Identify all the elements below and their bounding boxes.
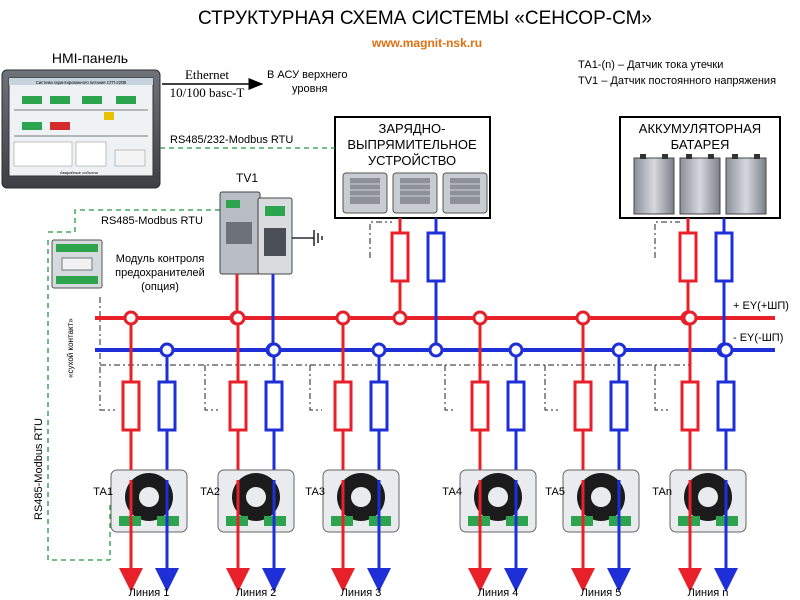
fuse-negative-icon	[716, 380, 736, 432]
charger-label-1: ЗАРЯДНО-	[379, 121, 446, 136]
tv1-sensor[interactable]	[219, 191, 293, 275]
bus-tap-node	[508, 342, 524, 358]
sensor-label: ТА2	[200, 486, 220, 498]
charger-fuses	[390, 218, 446, 358]
battery-label-1: АККУМУЛЯТОРНАЯ	[639, 121, 761, 136]
line-label: Линия 2	[236, 587, 277, 599]
rectifier-module-icon	[342, 172, 388, 214]
positive-bus-label: + EY(+ШП)	[733, 300, 789, 312]
rs485-links	[47, 147, 335, 561]
bus-tap-node	[230, 310, 246, 326]
rs485-232-label: RS485/232-Modbus RTU	[170, 134, 293, 146]
line-label: Линия 3	[341, 587, 382, 599]
negative-bus-label: - EY(-ШП)	[733, 332, 783, 344]
ethernet-target-line2: уровня	[292, 83, 328, 95]
current-sensor-window	[139, 487, 159, 507]
bus-tap-node	[718, 342, 734, 358]
sensor-label: ТАn	[652, 486, 672, 498]
fuse-negative-icon	[506, 380, 526, 432]
line-label: Линия 5	[581, 587, 622, 599]
fuse-positive-icon	[680, 380, 700, 432]
ethernet-speed: 10/100 basc-T	[170, 85, 245, 100]
ground-icon	[292, 230, 323, 246]
fuse-positive-icon	[333, 380, 353, 432]
fuse-positive-icon	[573, 380, 593, 432]
bus-tap-node	[472, 310, 488, 326]
bus-tap-node	[123, 310, 139, 326]
battery-box[interactable]: АККУМУЛЯТОРНАЯ БАТАРЕЯ	[619, 116, 781, 219]
dry-contact-label: «сухой контакт»	[66, 318, 75, 378]
control-wiring	[99, 221, 690, 411]
legend-tv: TV1 – Датчик постоянного напряжения	[578, 75, 776, 87]
sensor-label: ТА5	[545, 486, 565, 498]
fuse-negative-icon	[369, 380, 389, 432]
hmi-panel[interactable]: Система гарантированного питания СГП-220…	[1, 69, 161, 189]
bus-tap-node	[335, 310, 351, 326]
fuse-module-label-3: (опция)	[141, 281, 179, 293]
diagram-title: СТРУКТУРНАЯ СХЕМА СИСТЕМЫ «СЕНСОР-СМ»	[198, 8, 652, 29]
sensor-label: ТА4	[442, 486, 462, 498]
charger-label-2: ВЫПРЯМИТЕЛЬНОЕ	[347, 137, 477, 152]
battery-cell-icon	[679, 154, 721, 215]
current-sensor-window	[591, 487, 611, 507]
fuse-module-label-2: предохранителей	[115, 267, 205, 279]
charger-label-3: УСТРОЙСТВО	[368, 153, 456, 168]
fuse-positive-icon	[121, 380, 141, 432]
battery-fuses	[678, 218, 734, 358]
fuse-negative-icon	[609, 380, 629, 432]
battery-cell-icon	[725, 154, 767, 215]
sensor-label: ТА3	[305, 486, 325, 498]
fuse-module[interactable]	[51, 239, 103, 289]
line-label: Линия 1	[129, 587, 170, 599]
fuse-positive-icon	[228, 380, 248, 432]
line-label: Линия 4	[478, 587, 519, 599]
rectifier-module-icon	[442, 172, 488, 214]
current-sensor-window	[246, 487, 266, 507]
line-label: Линия n	[688, 587, 729, 599]
website-label[interactable]: www.magnit-nsk.ru	[371, 36, 482, 50]
sensor-label: ТА1	[93, 486, 113, 498]
charger-box[interactable]: ЗАРЯДНО- ВЫПРЯМИТЕЛЬНОЕ УСТРОЙСТВО	[334, 116, 491, 219]
ethernet-target-line1: В АСУ верхнего	[267, 69, 348, 81]
hmi-screen-footer: Аварийные события	[60, 170, 98, 175]
battery-label-2: БАТАРЕЯ	[671, 137, 730, 152]
rs485-vertical-label: RS485-Modbus RTU	[33, 418, 45, 520]
bus-tap-node	[371, 342, 387, 358]
legend-ta: ТА1-(n) – Датчик тока утечки	[578, 59, 723, 71]
bus-tap-node	[159, 342, 175, 358]
fuse-positive-icon	[470, 380, 490, 432]
bus-tap-node	[611, 342, 627, 358]
bus-tap-node	[575, 310, 591, 326]
current-sensor-window	[698, 487, 718, 507]
tv1-label: TV1	[236, 171, 258, 185]
rectifier-module-icon	[392, 172, 438, 214]
current-sensor-window	[488, 487, 508, 507]
hmi-screen-title: Система гарантированного питания СГП-220…	[36, 80, 127, 85]
bus-tap-node	[266, 342, 282, 358]
fuse-module-label-1: Модуль контроля	[116, 253, 205, 265]
fuse-negative-icon	[264, 380, 284, 432]
rs485-modbus-label: RS485-Modbus RTU	[101, 215, 203, 227]
hmi-label: HMI-панель	[52, 50, 128, 66]
fuse-negative-icon	[157, 380, 177, 432]
current-sensor-window	[351, 487, 371, 507]
ethernet-label: Ethernet	[185, 67, 229, 82]
bus-tap-node	[682, 310, 698, 326]
battery-cell-icon	[633, 154, 675, 215]
